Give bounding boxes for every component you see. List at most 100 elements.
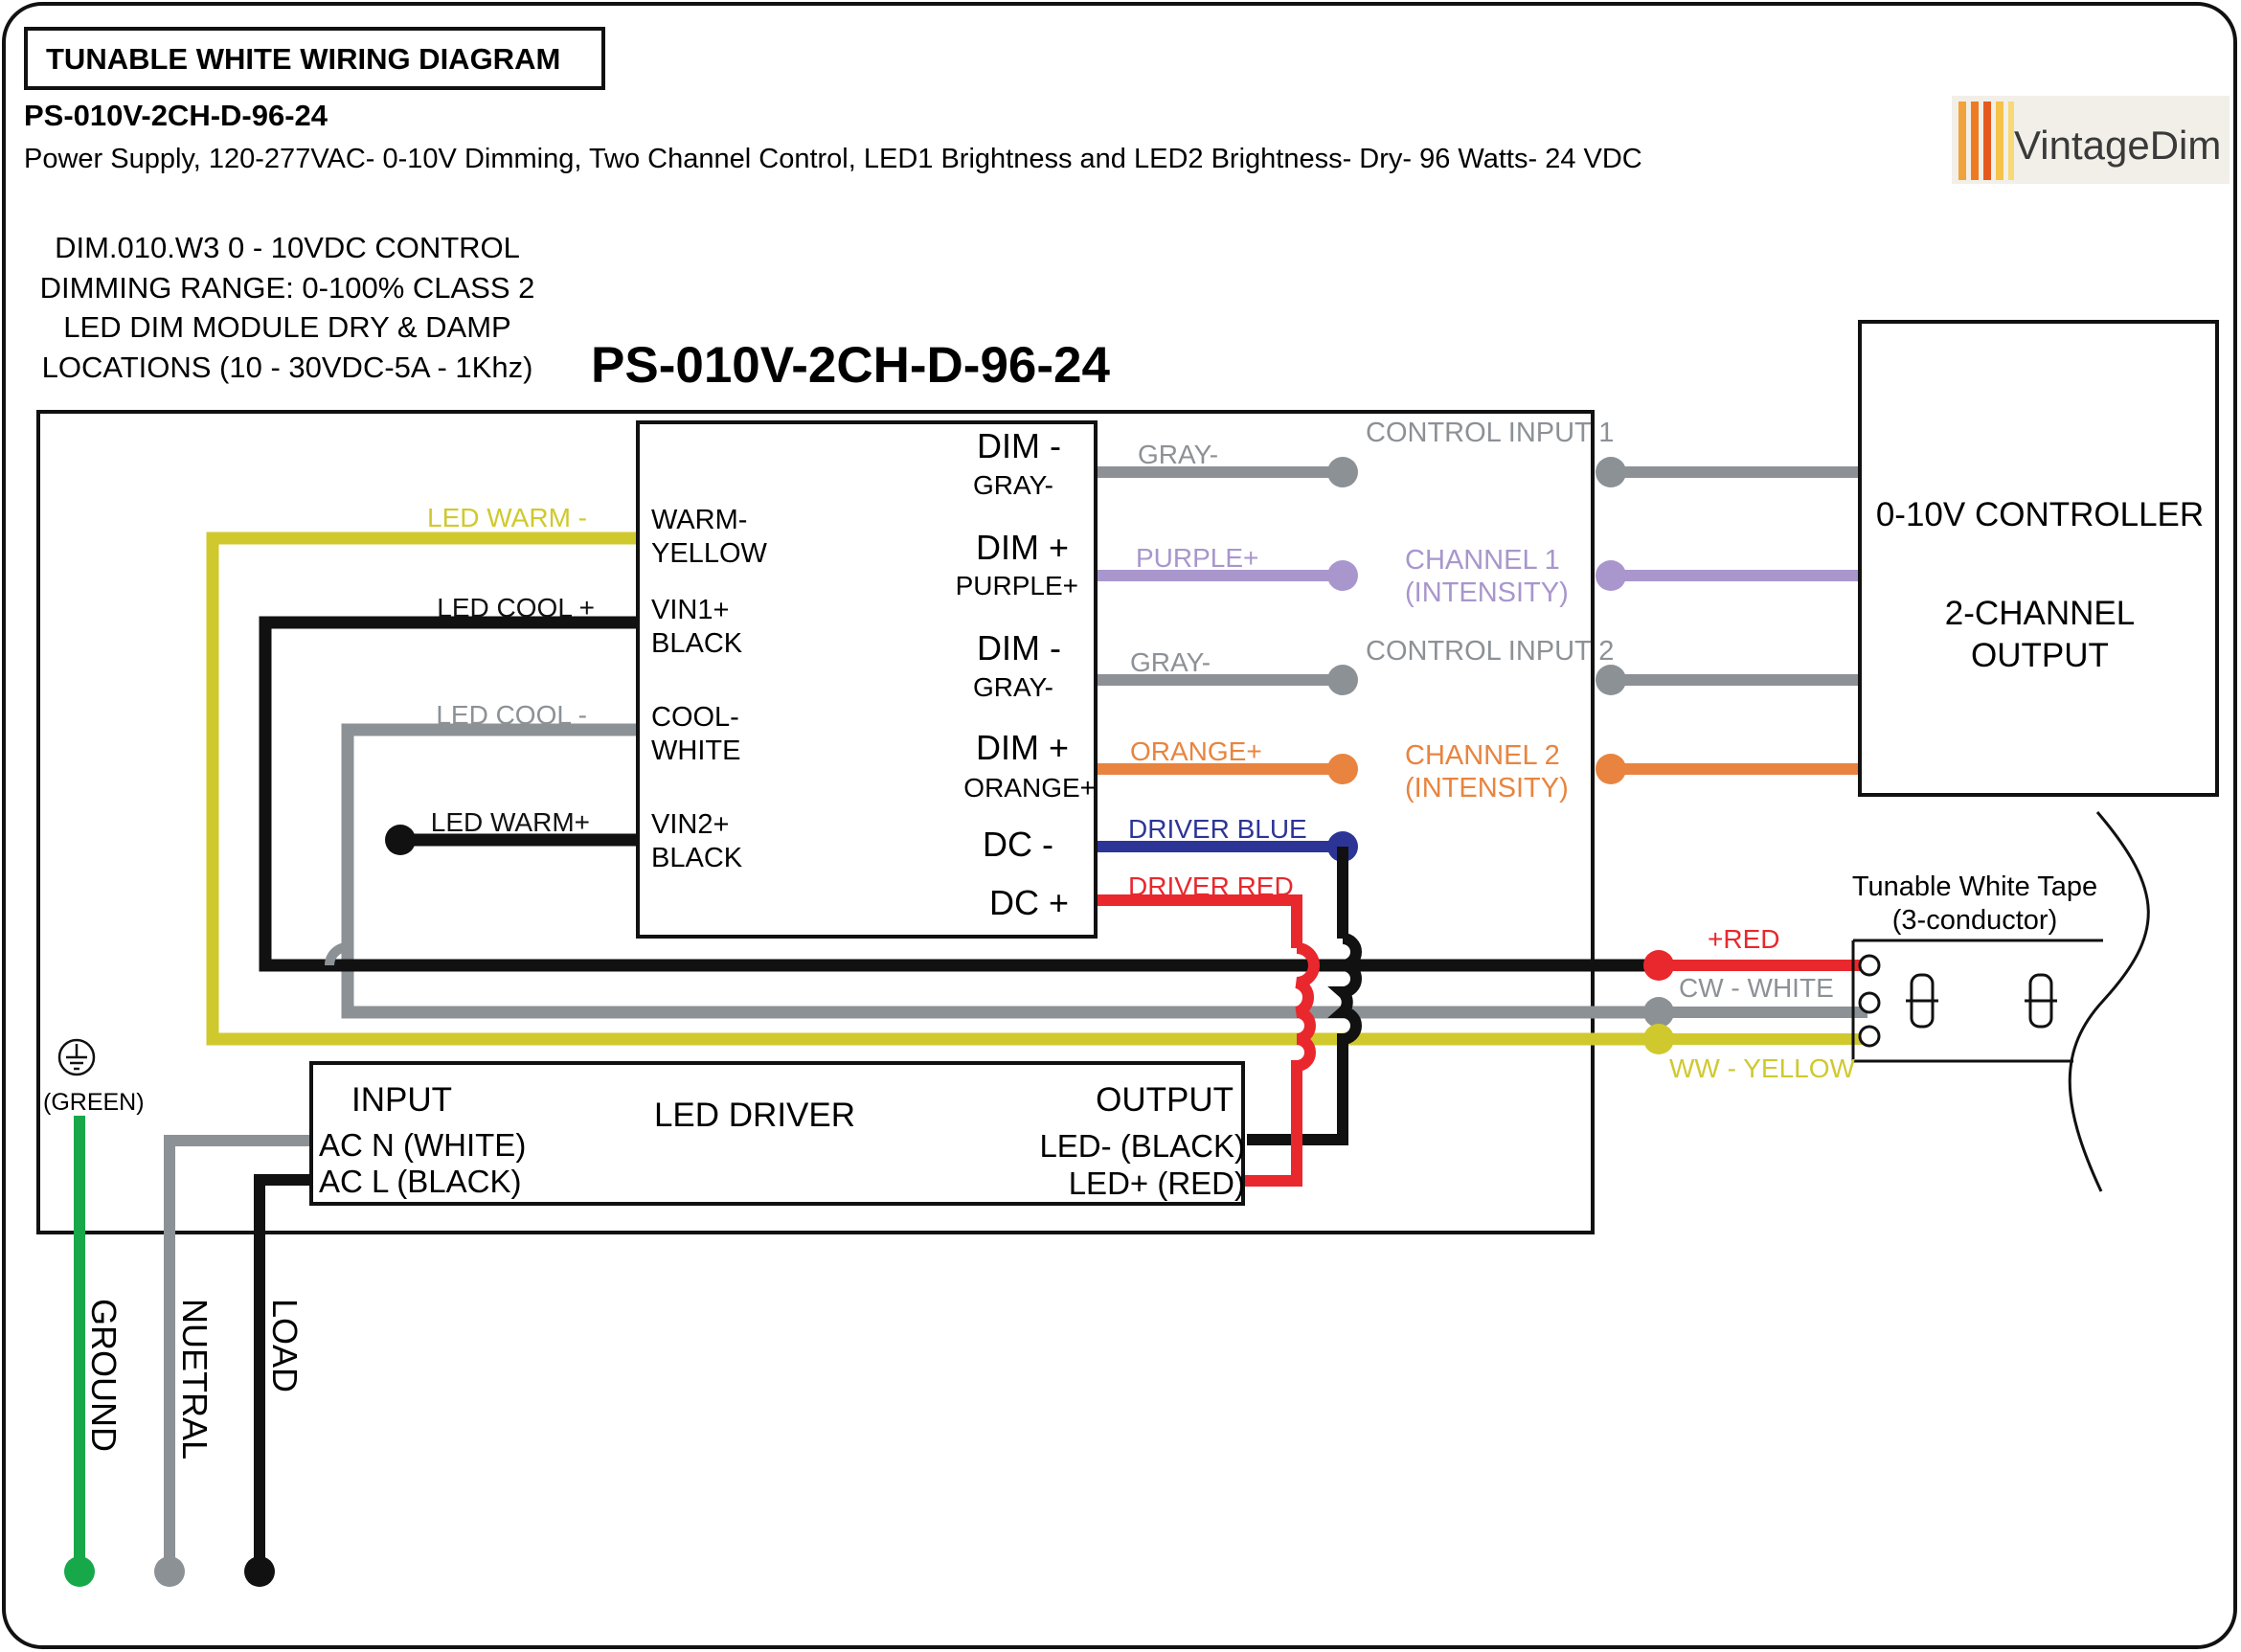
- led-plus-label: LED+ (RED): [1069, 1165, 1245, 1201]
- controller-labels: 0-10V CONTROLLER 2-CHANNEL OUTPUT: [1876, 496, 2204, 674]
- ground-color-label: (GREEN): [43, 1089, 145, 1116]
- tape-white-label: CW - WHITE: [1679, 973, 1834, 1003]
- title-box: [24, 27, 605, 90]
- page-title: TUNABLE WHITE WIRING DIAGRAM: [46, 42, 560, 76]
- spec-line: DIM.010.W3 0 - 10VDC CONTROL: [55, 231, 520, 264]
- control-input-2-label: CONTROL INPUT 2: [1366, 636, 1614, 667]
- dim-module: [636, 420, 1098, 939]
- driver-terminal-labels: AC N (WHITE) AC L (BLACK) LED- (BLACK) L…: [319, 1127, 1245, 1201]
- led-cool-plus-label: LED COOL +: [437, 593, 595, 622]
- channel-2-sub-label: (INTENSITY): [1405, 773, 1569, 803]
- vintagedim-logo: VintageDim: [1952, 96, 2230, 184]
- ac-n-label: AC N (WHITE): [319, 1127, 526, 1163]
- terminal-label: DC +: [989, 883, 1069, 922]
- cool-minus-hop: [325, 942, 349, 966]
- terminal-label: WHITE: [651, 735, 740, 766]
- control-input-1-label: CONTROL INPUT 1: [1366, 418, 1614, 448]
- enclosure: [36, 410, 1595, 1234]
- terminal-label: YELLOW: [651, 538, 767, 569]
- tape-title: Tunable White Tape: [1852, 871, 2097, 902]
- driver-output-label: OUTPUT: [1096, 1081, 1234, 1119]
- ctrl-purple-terminal: [1596, 560, 1626, 591]
- terminal-label: BLACK: [651, 843, 743, 873]
- tape-outline: [1851, 939, 2103, 1063]
- tape-pad: [1858, 1025, 1881, 1048]
- gray-label-1: GRAY-: [1138, 440, 1218, 469]
- controller-line-2: 2-CHANNEL: [1945, 595, 2135, 632]
- neutral-terminal: [154, 1556, 185, 1587]
- ground-label: GROUND: [84, 1299, 124, 1452]
- terminal-label: DIM -: [977, 426, 1061, 465]
- tape-wire-labels: +RED CW - WHITE WW - YELLOW: [1669, 924, 1856, 1083]
- terminal-label: BLACK: [651, 628, 743, 659]
- neutral-label: NUETRAL: [175, 1299, 215, 1460]
- purple-label: PURPLE+: [1136, 543, 1258, 573]
- terminal-label: GRAY-: [973, 672, 1053, 702]
- led-minus-label: LED- (BLACK): [1039, 1128, 1245, 1164]
- led-warm-plus-terminal: [385, 825, 416, 855]
- spec-line: LOCATIONS (10 - 30VDC-5A - 1Khz): [42, 351, 533, 384]
- neutral-wire: [164, 1135, 316, 1572]
- logo-text: VintageDim: [2014, 123, 2221, 168]
- model-heading: PS-010V-2CH-D-96-24: [24, 99, 328, 132]
- controller-line-3: OUTPUT: [1971, 637, 2109, 674]
- spec-note: DIM.010.W3 0 - 10VDC CONTROL DIMMING RAN…: [40, 231, 535, 384]
- led-labels: LED WARM - LED COOL + LED COOL - LED WAR…: [427, 503, 595, 837]
- tape-white-terminal: [1643, 997, 1674, 1028]
- wire-labels: GRAY- PURPLE+ GRAY- ORANGE+ DRIVER BLUE …: [1128, 440, 1307, 901]
- tape-red-label: +RED: [1708, 924, 1779, 954]
- orange-label: ORANGE+: [1130, 736, 1262, 766]
- ac-l-label: AC L (BLACK): [319, 1164, 522, 1199]
- led-driver: [309, 1061, 1245, 1206]
- ground-terminal: [64, 1556, 95, 1587]
- orange-terminal: [1327, 754, 1358, 784]
- tape-subtitle: (3-conductor): [1892, 905, 2057, 936]
- control-labels: CONTROL INPUT 1 CHANNEL 1 (INTENSITY) CO…: [1366, 418, 1614, 803]
- terminal-label: DIM +: [976, 528, 1069, 567]
- ground-symbol: (GREEN): [43, 1038, 145, 1116]
- terminal-label: WARM-: [651, 505, 747, 535]
- controller-box: [1858, 320, 2219, 797]
- terminal-label: GRAY-: [973, 470, 1053, 500]
- led-cool-minus-label: LED COOL -: [436, 700, 587, 730]
- terminal-label: ORANGE+: [963, 773, 1096, 803]
- dc-minus-hops: [1247, 933, 1362, 1145]
- tape-break-line: [2068, 811, 2150, 1192]
- driver-title: LED DRIVER: [654, 1097, 855, 1134]
- driver-labels: INPUT LED DRIVER OUTPUT: [351, 1081, 1234, 1134]
- gray-terminal-2: [1327, 665, 1358, 695]
- gray-label-2: GRAY-: [1130, 647, 1211, 677]
- channel-1-sub-label: (INTENSITY): [1405, 577, 1569, 608]
- driver-red-wire: [1096, 894, 1302, 948]
- driver-blue-label: DRIVER BLUE: [1128, 814, 1307, 844]
- enclosure-title: PS-010V-2CH-D-96-24: [591, 337, 1111, 394]
- load-terminal: [244, 1556, 275, 1587]
- product-description: Power Supply, 120-277VAC- 0-10V Dimming,…: [24, 144, 1642, 174]
- spec-line: LED DIM MODULE DRY & DAMP: [63, 310, 510, 344]
- terminal-label: DIM +: [976, 728, 1069, 767]
- ctrl-orange-terminal: [1596, 754, 1626, 784]
- channel-1-label: CHANNEL 1: [1405, 545, 1560, 576]
- tape-pad: [1858, 991, 1881, 1014]
- gray-terminal-1: [1327, 457, 1358, 487]
- tape-red-terminal: [1643, 950, 1674, 981]
- terminal-label: DC -: [983, 825, 1053, 864]
- driver-input-label: INPUT: [351, 1081, 452, 1119]
- terminal-label: DIM -: [977, 628, 1061, 668]
- channel-2-label: CHANNEL 2: [1405, 740, 1560, 771]
- mains-labels: GROUND NUETRAL LOAD: [84, 1299, 305, 1460]
- module-right-terminals: DIM - GRAY- DIM + PURPLE+ DIM - GRAY- DI…: [956, 426, 1096, 922]
- cool-minus-wire: [341, 723, 1647, 1019]
- tunable-white-tape: Tunable White Tape (3-conductor): [1851, 811, 2150, 1192]
- purple-terminal: [1327, 560, 1358, 591]
- terminal-label: PURPLE+: [956, 571, 1078, 600]
- load-wire: [254, 1174, 316, 1572]
- load-label: LOAD: [265, 1299, 305, 1392]
- led-warm-plus-label: LED WARM+: [431, 807, 590, 837]
- controller-title: 0-10V CONTROLLER: [1876, 496, 2204, 533]
- ctrl-gray-terminal-1: [1596, 457, 1626, 487]
- ctrl-gray-terminal-2: [1596, 665, 1626, 695]
- terminal-label: COOL-: [651, 702, 739, 733]
